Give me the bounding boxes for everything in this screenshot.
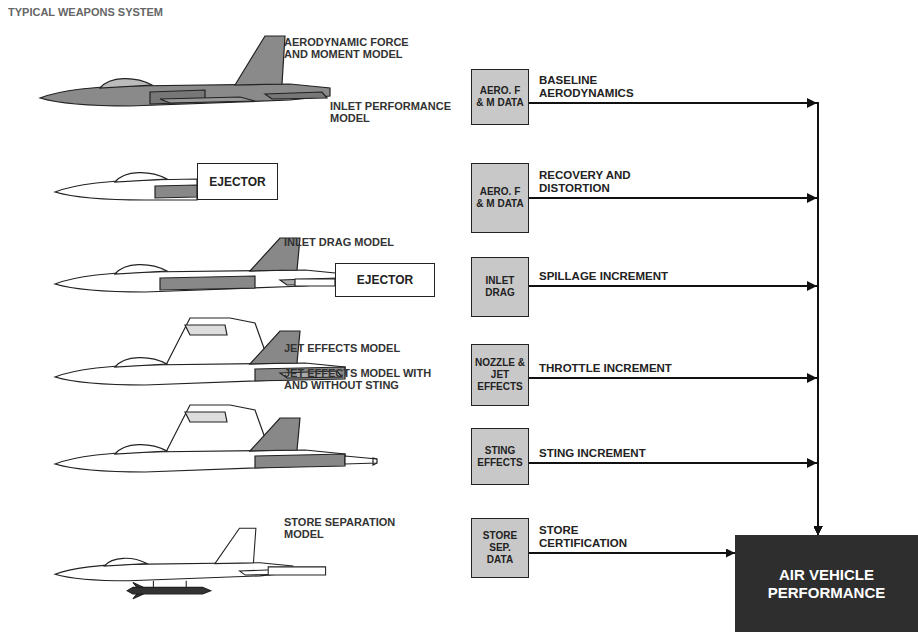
junction-arrowhead	[807, 373, 817, 383]
connector-line	[529, 103, 818, 535]
model-label: INLET DRAG MODEL	[284, 236, 444, 248]
ejector-box: EJECTOR	[197, 163, 278, 200]
data-box: INLET DRAG	[471, 257, 529, 317]
edge-label: THROTTLE INCREMENT	[538, 362, 673, 375]
model-label: JET EFFECTS MODEL WITH AND WITHOUT STING	[284, 367, 434, 391]
box-text: STING EFFECTS	[475, 445, 525, 469]
data-box: AERO. F & M DATA	[471, 163, 529, 233]
box-text: INLET DRAG	[475, 275, 525, 299]
data-box: NOZZLE & JET EFFECTS	[471, 344, 529, 406]
connector-arrow	[529, 373, 818, 535]
connector-arrow	[529, 281, 818, 535]
model-label: STORE SEPARATION MODEL	[284, 516, 424, 540]
data-box: AERO. F & M DATA	[471, 69, 529, 125]
diagram-title: TYPICAL WEAPONS SYSTEM	[8, 6, 163, 18]
aircraft-forebody	[55, 173, 197, 200]
model-label: AERODYNAMIC FORCE AND MOMENT MODEL	[284, 36, 434, 60]
connector-line	[529, 198, 818, 535]
connector-arrow	[529, 193, 818, 535]
edge-label: BASELINE AERODYNAMICS	[538, 74, 660, 100]
connector-arrow	[529, 98, 818, 535]
box-text: STORE SEP. DATA	[475, 530, 525, 566]
connector-line	[529, 286, 818, 535]
data-box: STING EFFECTS	[471, 428, 529, 485]
edge-label: SPILLAGE INCREMENT	[538, 270, 669, 283]
edge-label: STORE CERTIFICATION	[538, 524, 650, 550]
aircraft-sting	[55, 405, 377, 472]
box-text: AERO. F & M DATA	[475, 186, 525, 210]
box-text: EJECTOR	[209, 175, 265, 189]
connector-line	[529, 378, 818, 535]
data-box: STORE SEP. DATA	[471, 518, 529, 578]
junction-arrowhead	[807, 98, 817, 108]
ejector-box: EJECTOR	[335, 263, 435, 297]
model-label: INLET PERFORMANCE MODEL	[330, 100, 465, 124]
model-label: JET EFFECTS MODEL	[284, 342, 444, 354]
box-text: EJECTOR	[357, 273, 413, 287]
junction-arrowhead	[807, 193, 817, 203]
connector-arrow	[529, 553, 735, 554]
box-text: NOZZLE & JET EFFECTS	[475, 357, 525, 393]
edge-label: RECOVERY AND DISTORTION	[538, 169, 660, 195]
connector-line	[529, 552, 735, 554]
box-text: AIR VEHICLE PERFORMANCE	[741, 566, 912, 602]
junction-arrowhead	[807, 281, 817, 291]
box-text: AERO. F & M DATA	[475, 85, 525, 109]
junction-arrowhead	[807, 458, 817, 468]
result-box: AIR VEHICLE PERFORMANCE	[735, 535, 918, 632]
edge-label: STING INCREMENT	[538, 447, 647, 460]
